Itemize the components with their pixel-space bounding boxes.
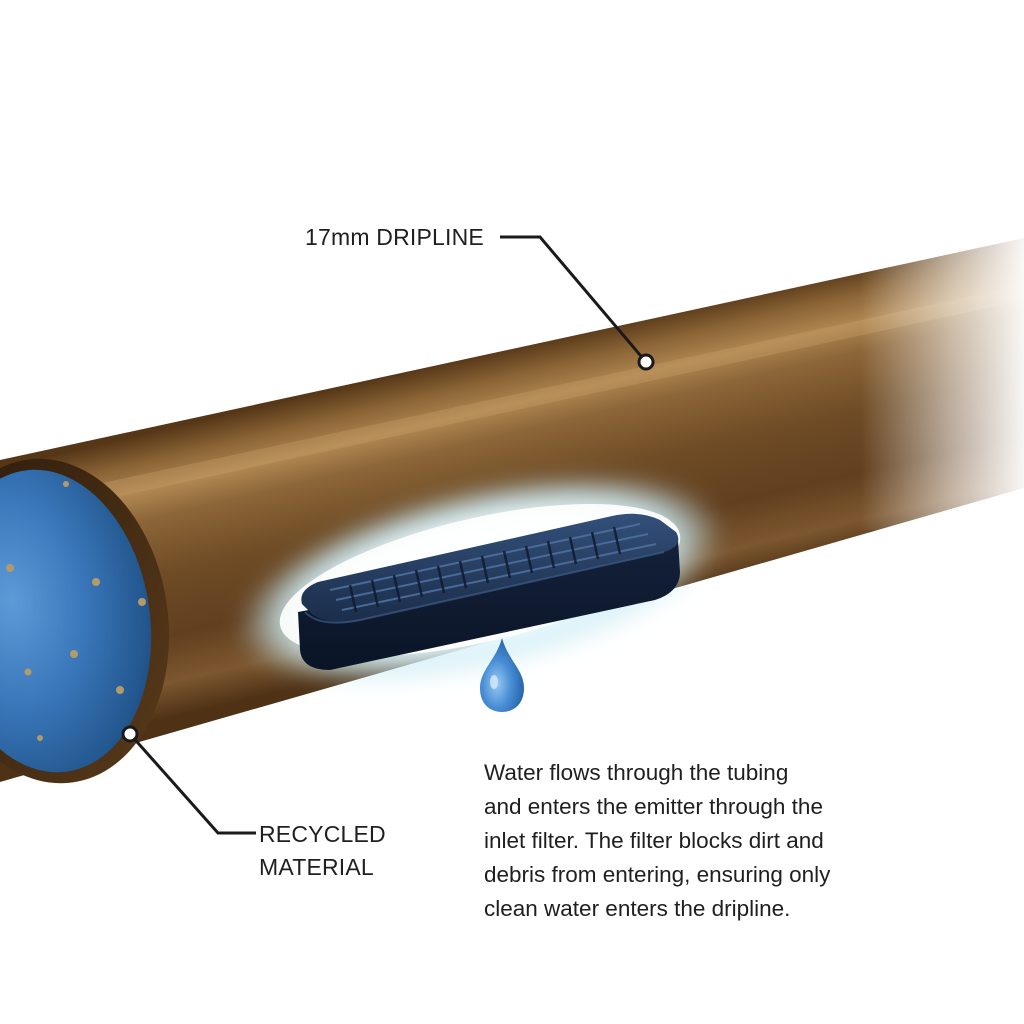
- description-line: debris from entering, ensuring only: [484, 862, 831, 887]
- tube-open-end: [0, 458, 170, 784]
- dripline-leader: [500, 235, 655, 371]
- emitter: [298, 513, 680, 670]
- dripline-label: 17mm DRIPLINE: [305, 224, 484, 250]
- recycled-particles: [6, 481, 146, 741]
- description-text: Water flows through the tubing and enter…: [484, 760, 831, 921]
- description-line: Water flows through the tubing: [484, 760, 788, 785]
- description-line: clean water enters the dripline.: [484, 896, 790, 921]
- recycled-label-line1: RECYCLED: [259, 821, 386, 847]
- description-line: and enters the emitter through the: [484, 794, 823, 819]
- water-drop: [480, 638, 524, 712]
- description-line: inlet filter. The filter blocks dirt and: [484, 828, 824, 853]
- recycled-leader: [121, 725, 256, 835]
- recycled-label-line2: MATERIAL: [259, 854, 374, 880]
